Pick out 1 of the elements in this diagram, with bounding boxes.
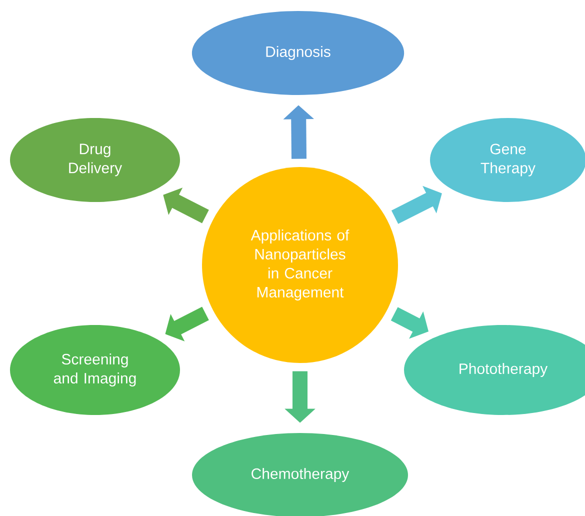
block-arrow <box>391 186 442 224</box>
